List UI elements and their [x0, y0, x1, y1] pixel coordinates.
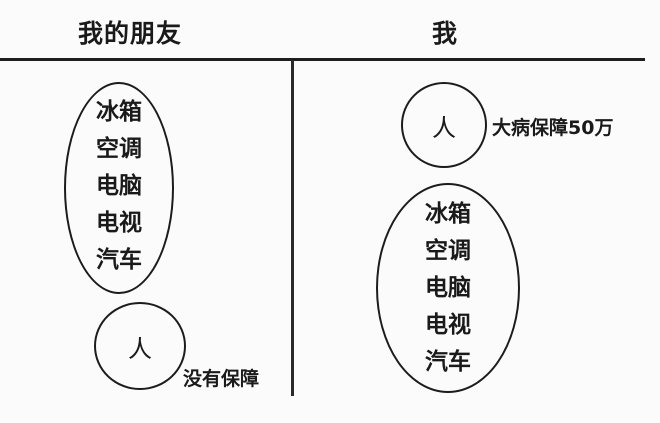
left-belongings-ellipse	[64, 82, 174, 294]
vertical-divider	[291, 60, 294, 396]
person-glyph: 人	[128, 334, 152, 363]
right-column-title: 我	[432, 19, 459, 48]
list-item: 电视	[96, 210, 142, 236]
horizontal-divider	[0, 58, 645, 61]
right-person-label: 大病保障50万	[492, 117, 614, 139]
left-belongings-list: 冰箱 空调 电脑 电视 汽车	[64, 94, 174, 279]
list-item: 汽车	[425, 349, 471, 375]
list-item: 空调	[96, 136, 142, 162]
list-item: 电视	[425, 312, 471, 338]
right-belongings-list: 冰箱 空调 电脑 电视 汽车	[376, 196, 520, 381]
list-item: 空调	[425, 238, 471, 264]
list-item: 汽车	[96, 247, 142, 273]
list-item: 冰箱	[425, 201, 471, 227]
list-item: 冰箱	[96, 99, 142, 125]
person-glyph: 人	[432, 113, 456, 142]
left-person-circle: 人	[94, 302, 186, 390]
left-column-title: 我的朋友	[78, 19, 183, 48]
right-belongings-ellipse	[376, 183, 520, 393]
left-person-label: 没有保障	[183, 368, 260, 390]
list-item: 电脑	[425, 275, 471, 301]
list-item: 电脑	[96, 173, 142, 199]
right-person-circle: 人	[401, 82, 487, 168]
